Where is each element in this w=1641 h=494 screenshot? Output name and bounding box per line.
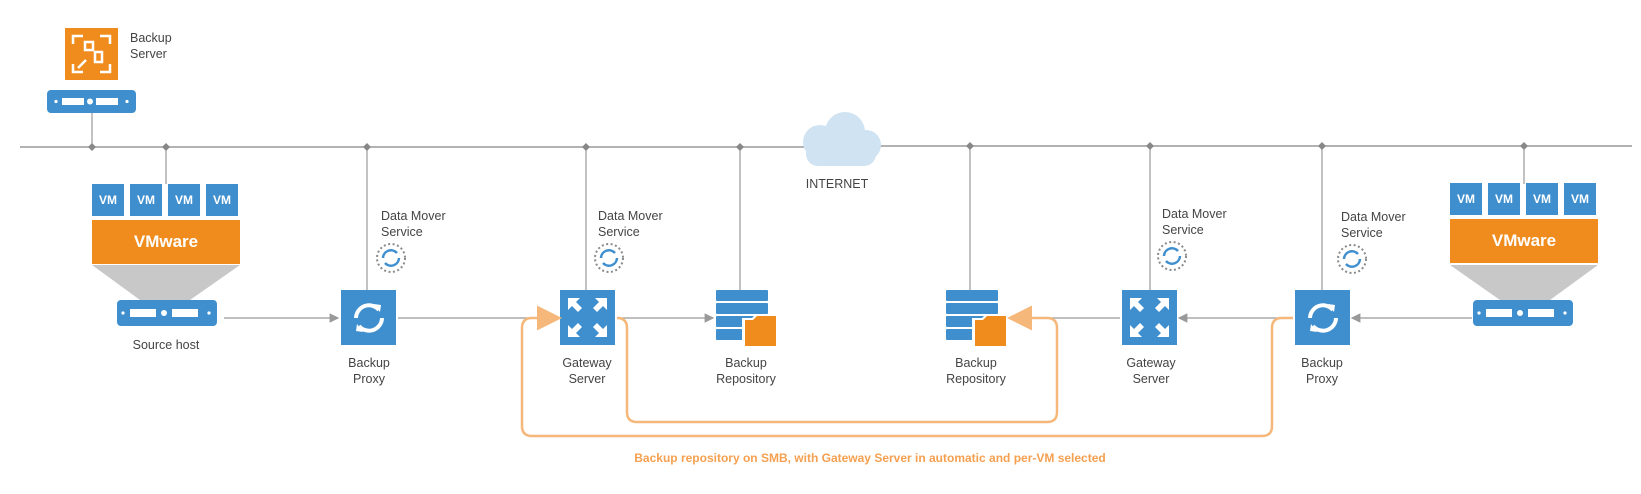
backup-repository-right-label: Backup Repository [946,356,1006,386]
internet-label: INTERNET [805,177,869,191]
vmware-left-funnel [92,265,240,300]
data-mover-label-gateway-left: Data Mover Service [598,209,663,239]
vm-tile: VM [130,184,162,216]
data-mover-icon-gateway-left [594,243,624,273]
backup-proxy-left-icon [341,290,396,345]
diagram-caption: Backup repository on SMB, with Gateway S… [634,451,1106,465]
vm-tile: VM [1488,183,1520,215]
data-mover-icon-proxy-left [376,243,406,273]
vmware-right-brand: VMware [1450,219,1598,263]
data-mover-icon-proxy-right [1337,244,1367,274]
backup-repository-right-icon [946,290,1008,347]
data-mover-label-proxy-right: Data Mover Service [1341,210,1406,240]
backup-proxy-right-icon [1295,290,1350,345]
gateway-server-left-icon [560,290,615,345]
backup-proxy-right-label: Backup Proxy [1301,356,1343,386]
source-host-icon [117,300,217,326]
vm-tile: VM [92,184,124,216]
vmware-left-brand: VMware [92,220,240,264]
data-mover-icon-gateway-right [1157,241,1187,271]
backup-server-label: Backup Server [130,31,172,61]
junction-diamonds [88,142,1528,151]
backup-repository-left-label: Backup Repository [716,356,776,386]
vm-tile: VM [1450,183,1482,215]
gateway-server-right-icon [1122,290,1177,345]
backup-server-icon [65,28,118,80]
target-host-icon [1473,300,1573,326]
vm-tile: VM [1564,183,1596,215]
data-mover-label-proxy-left: Data Mover Service [381,209,446,239]
data-mover-icons [376,241,1367,274]
source-host-label: Source host [132,338,200,352]
backup-proxy-left-label: Backup Proxy [348,356,390,386]
vm-tile: VM [168,184,200,216]
backup-server-rack-icon [47,90,136,113]
network-drops [91,112,1525,290]
backup-repository-left-icon [716,290,778,347]
vm-tile: VM [1526,183,1558,215]
data-mover-label-gateway-right: Data Mover Service [1162,207,1227,237]
vmware-right-funnel [1450,265,1598,300]
cloud-icon [803,112,881,166]
orange-flow-paths [520,305,1293,438]
vm-tile: VM [206,184,238,216]
gateway-server-right-label: Gateway Server [1126,356,1176,386]
gateway-server-left-label: Gateway Server [562,356,612,386]
